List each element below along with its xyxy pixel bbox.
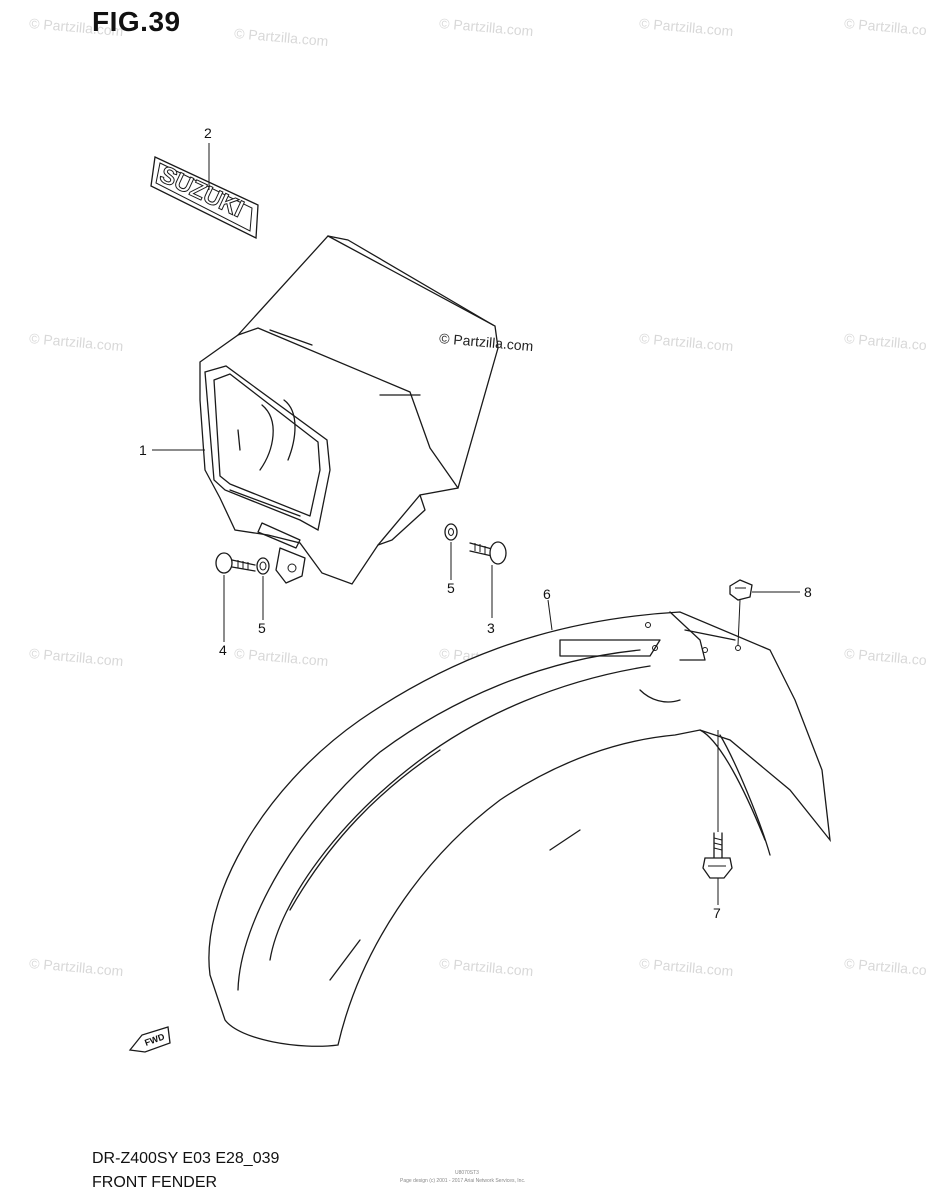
bolt-7 [702,832,733,879]
suzuki-emblem: SUZUKI [150,156,259,240]
callout-7: 7 [713,905,721,921]
front-fender [208,611,831,1047]
callout-8: 8 [804,584,812,600]
figure-title: FIG.39 [92,6,181,37]
figure-caption: FRONT FENDER [92,1174,218,1191]
bolt-4-with-washer [215,552,270,575]
number-plate-cover [199,235,499,585]
callout-5-left: 5 [258,620,266,636]
forward-direction-arrow: FWD [128,1026,171,1053]
footer-code: U8070ST3 [455,1170,479,1176]
leader-lines [152,143,800,905]
callout-2: 2 [204,125,212,141]
footer-copyright: Page design (c) 2001 - 2017 Ariai Networ… [400,1178,526,1184]
model-code: DR-Z400SY E03 E28_039 [92,1150,280,1167]
callout-5-center: 5 [447,580,455,596]
screw-3-with-washer [444,523,507,565]
callout-1: 1 [139,442,147,458]
callout-3: 3 [487,620,495,636]
nut-8 [729,579,753,601]
callout-6: 6 [543,586,551,602]
callout-4: 4 [219,642,227,658]
